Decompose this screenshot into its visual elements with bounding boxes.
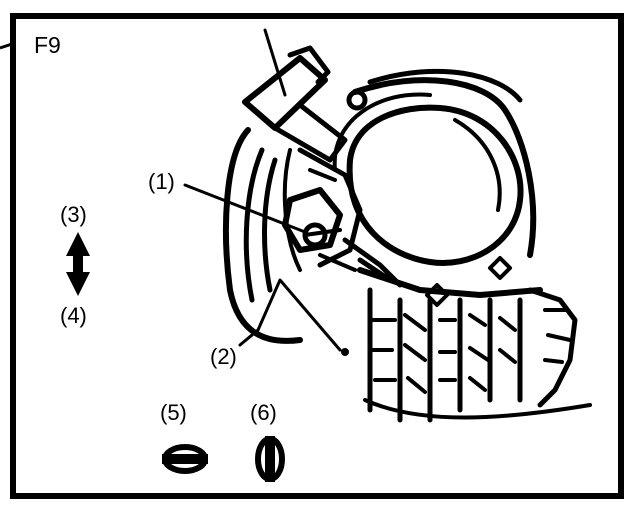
callout-6: (6) <box>250 400 277 425</box>
mechanism-illustration <box>183 28 592 423</box>
callout-3: (3) <box>60 202 87 227</box>
callout-5: (5) <box>160 400 187 425</box>
callout-4: (4) <box>60 303 87 328</box>
callout-2: (2) <box>210 344 237 369</box>
callout-1: (1) <box>148 169 175 194</box>
figure-id: F9 <box>34 32 61 58</box>
vertical-rotation-icon <box>255 436 285 482</box>
figure-border <box>10 13 624 499</box>
up-down-arrow-icon <box>66 232 90 296</box>
corner-mark <box>0 42 13 50</box>
horizontal-rotation-icon <box>162 444 208 474</box>
